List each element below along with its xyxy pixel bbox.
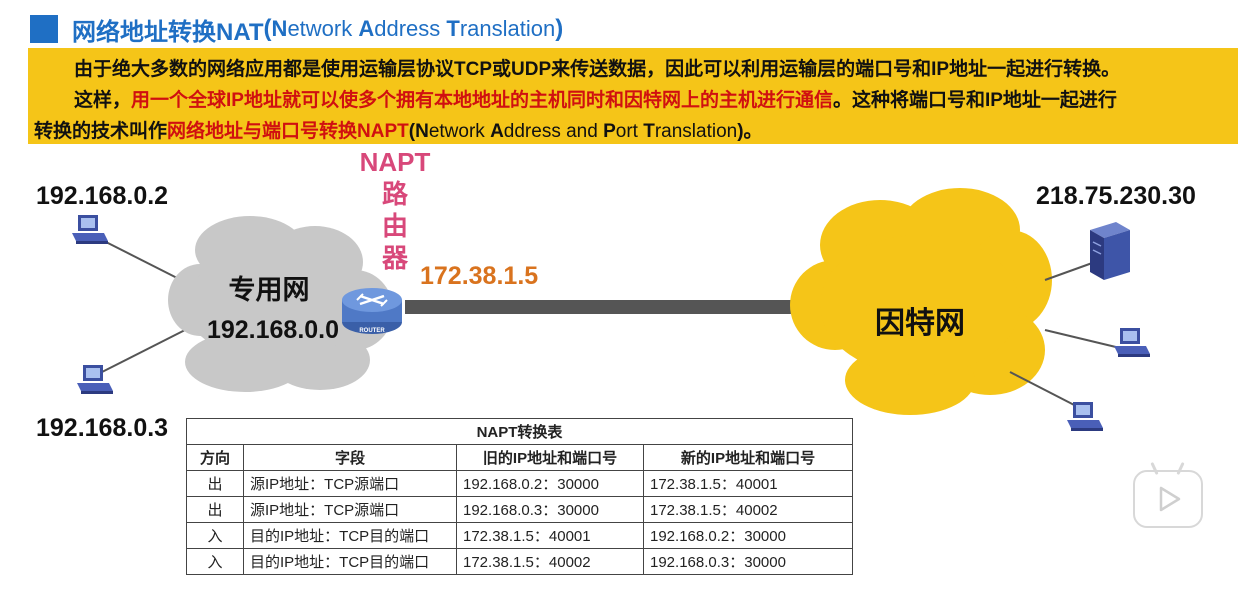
slide-title: 网络地址转换NAT ( Network Address Translation …	[30, 12, 563, 46]
napt-router-label: NAPT 路 由 器	[359, 147, 431, 273]
intro-line-3: 转换的技术叫作网络地址与端口号转换NAPT(Network Address an…	[34, 121, 763, 142]
pc-icon-internet-host-2	[1067, 402, 1103, 431]
private-network-address: 192.168.0.0	[206, 316, 340, 344]
intro-box: 由于绝大多数的网络应用都是使用运输层协议TCP或UDP来传送数据，因此可以利用运…	[28, 48, 1238, 144]
link-internet-host-1	[1044, 329, 1121, 349]
private-network-label: 专用网	[228, 275, 310, 305]
header-old-address: 旧的IP地址和端口号	[456, 444, 644, 471]
table-row: 入 目的IP地址：TCP目的端口 172.38.1.5：40001 192.16…	[186, 522, 853, 549]
title-english: Network Address Translation	[271, 16, 556, 41]
pc-icon-internet-host-1	[1114, 328, 1150, 357]
header-new-address: 新的IP地址和端口号	[643, 444, 853, 471]
pc-icon-host-top	[72, 215, 108, 244]
title-paren-open: (	[263, 15, 272, 42]
link-host-bottom	[101, 329, 186, 373]
router-ip: 172.38.1.5	[420, 262, 539, 290]
header-direction: 方向	[186, 444, 244, 471]
link-internet-host-2	[1009, 371, 1081, 409]
napt-table: NAPT转换表 方向 字段 旧的IP地址和端口号 新的IP地址和端口号 出 源I…	[186, 418, 853, 575]
play-icon	[1159, 486, 1181, 512]
title-main: 网络地址转换NAT	[72, 18, 264, 46]
wan-link	[405, 300, 805, 314]
host-top-ip: 192.168.0.2	[36, 182, 169, 210]
play-button[interactable]	[1133, 461, 1203, 528]
table-caption: NAPT转换表	[186, 418, 853, 445]
table-header-row: 方向 字段 旧的IP地址和端口号 新的IP地址和端口号	[186, 444, 853, 471]
link-server	[1044, 261, 1096, 281]
host-bottom-ip: 192.168.0.3	[36, 414, 169, 442]
server-icon	[1090, 222, 1130, 280]
router-icon: ROUTER	[342, 288, 402, 334]
intro-line-2: 这样，用一个全球IP地址就可以使多个拥有本地地址的主机同时和因特网上的主机进行通…	[74, 90, 1117, 111]
svg-text:ROUTER: ROUTER	[359, 328, 385, 334]
table-row: 入 目的IP地址：TCP目的端口 172.38.1.5：40002 192.16…	[186, 548, 853, 575]
header-field: 字段	[243, 444, 457, 471]
table-row: 出 源IP地址：TCP源端口 192.168.0.3：30000 172.38.…	[186, 496, 853, 523]
title-paren-close: )	[555, 15, 564, 42]
link-host-top	[101, 239, 186, 283]
internet-label: 因特网	[875, 307, 965, 340]
intro-line-1: 由于绝大多数的网络应用都是使用运输层协议TCP或UDP来传送数据，因此可以利用运…	[74, 59, 1121, 80]
table-row: 出 源IP地址：TCP源端口 192.168.0.2：30000 172.38.…	[186, 470, 853, 497]
internet-cloud	[790, 188, 1052, 415]
server-ip: 218.75.230.30	[1036, 182, 1196, 210]
title-marker	[30, 15, 58, 43]
pc-icon-host-bottom	[77, 365, 113, 394]
